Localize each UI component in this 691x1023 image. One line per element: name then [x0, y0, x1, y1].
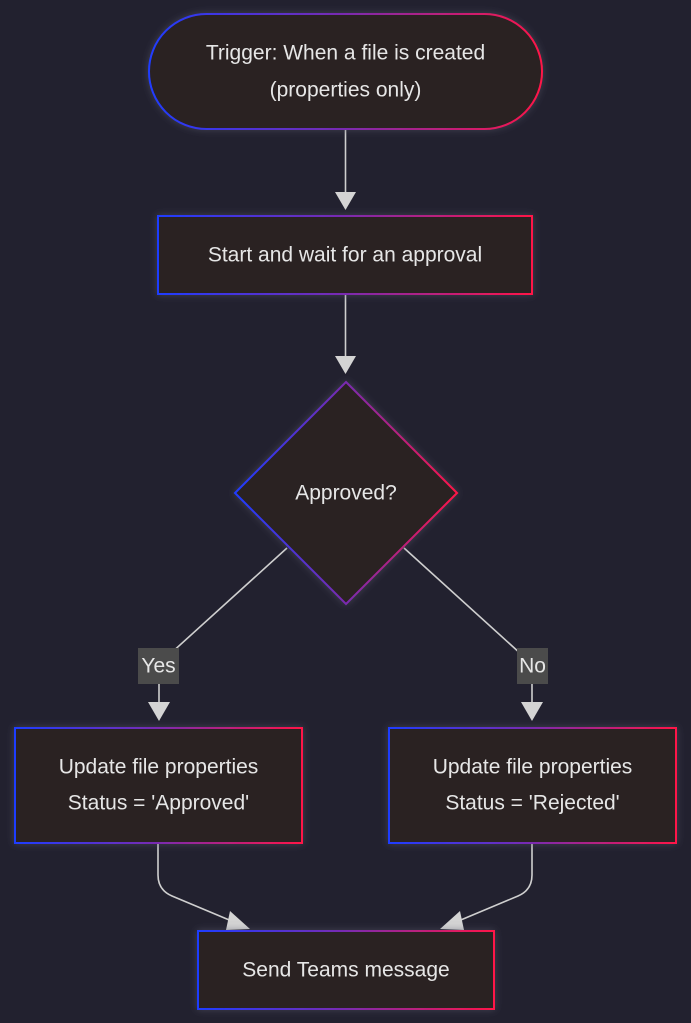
node-teams-line-1: Send Teams message — [242, 959, 449, 982]
node-teams[interactable]: Send Teams message — [197, 930, 495, 1010]
edge-approved-to-teams — [157, 844, 250, 930]
edge-decision-to-rejected: No — [403, 547, 548, 721]
node-update-rejected-shape — [388, 727, 677, 844]
arrowhead-icon — [521, 702, 543, 721]
arrowhead-icon — [440, 911, 464, 930]
node-approval[interactable]: Start and wait for an approval — [157, 215, 533, 295]
node-approval-shape — [157, 215, 533, 295]
node-update-rejected[interactable]: Update file properties Status = 'Rejecte… — [388, 727, 677, 844]
node-update-approved-line-1: Update file properties — [59, 756, 259, 779]
edge-rejected-to-teams — [440, 844, 533, 930]
node-trigger-shape — [148, 13, 543, 130]
node-decision[interactable]: Approved? — [233, 380, 459, 606]
edge-line — [157, 844, 235, 923]
node-update-approved-shape — [14, 727, 303, 844]
edge-label-yes-text: Yes — [141, 655, 175, 678]
node-update-approved-line-2: Status = 'Approved' — [68, 792, 249, 815]
node-decision-line-1: Approved? — [295, 482, 397, 505]
arrowhead-icon — [335, 356, 356, 374]
node-trigger-line-2: (properties only) — [270, 79, 422, 102]
node-update-approved[interactable]: Update file properties Status = 'Approve… — [14, 727, 303, 844]
node-trigger[interactable]: Trigger: When a file is created (propert… — [148, 13, 543, 130]
arrowhead-icon — [335, 192, 356, 210]
arrowhead-icon — [226, 911, 250, 930]
node-decision-shape — [233, 380, 459, 606]
node-trigger-line-1: Trigger: When a file is created — [206, 42, 485, 65]
arrowhead-icon — [148, 702, 170, 721]
node-approval-line-1: Start and wait for an approval — [208, 244, 482, 267]
edge-label-yes: Yes — [138, 648, 179, 684]
node-teams-shape — [197, 930, 495, 1010]
edge-label-no-text: No — [519, 655, 546, 678]
edge-line — [403, 547, 533, 704]
edge-approval-to-decision — [335, 295, 356, 374]
edge-decision-to-approved: Yes — [138, 547, 288, 721]
edges: Yes No — [138, 129, 548, 930]
node-update-rejected-line-1: Update file properties — [433, 756, 633, 779]
edge-trigger-to-approval — [335, 129, 356, 210]
edge-label-no: No — [517, 648, 548, 684]
nodes: Trigger: When a file is created (propert… — [14, 13, 677, 1010]
edge-line — [455, 844, 533, 923]
node-update-rejected-line-2: Status = 'Rejected' — [445, 792, 619, 815]
